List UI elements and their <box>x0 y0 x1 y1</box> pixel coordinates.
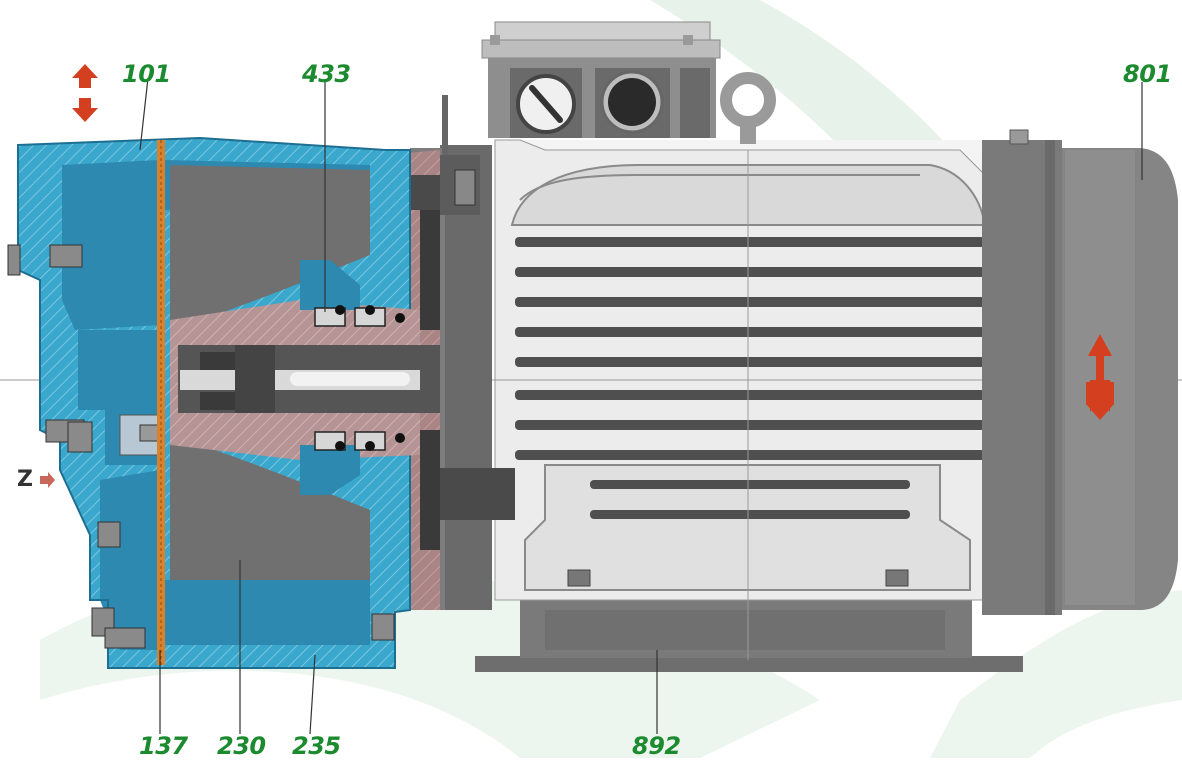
gasket <box>157 140 165 665</box>
label-801: 801 <box>1123 60 1172 88</box>
small-arrow-icon <box>40 472 55 488</box>
impeller <box>170 165 420 580</box>
fan-cover <box>982 129 1178 615</box>
inducer <box>105 410 165 465</box>
label-230: 230 <box>217 732 266 760</box>
label-137: 137 <box>139 732 188 760</box>
lifting-eye-icon <box>720 72 776 128</box>
shaft-assembly <box>178 305 440 451</box>
rotation-arrow-icon <box>1086 334 1114 420</box>
label-433: 433 <box>302 60 351 88</box>
motor-body <box>0 139 1182 660</box>
label-235: 235 <box>292 732 341 760</box>
terminal-box <box>481 21 776 144</box>
label-101: 101 <box>122 60 171 88</box>
cooling-fins <box>515 237 985 460</box>
z-marker-label: Z <box>17 467 33 492</box>
leader-lines <box>139 77 1143 735</box>
motor-base <box>475 590 1023 672</box>
label-892: 892 <box>632 732 681 760</box>
bidirectional-arrow-icon <box>72 64 98 122</box>
